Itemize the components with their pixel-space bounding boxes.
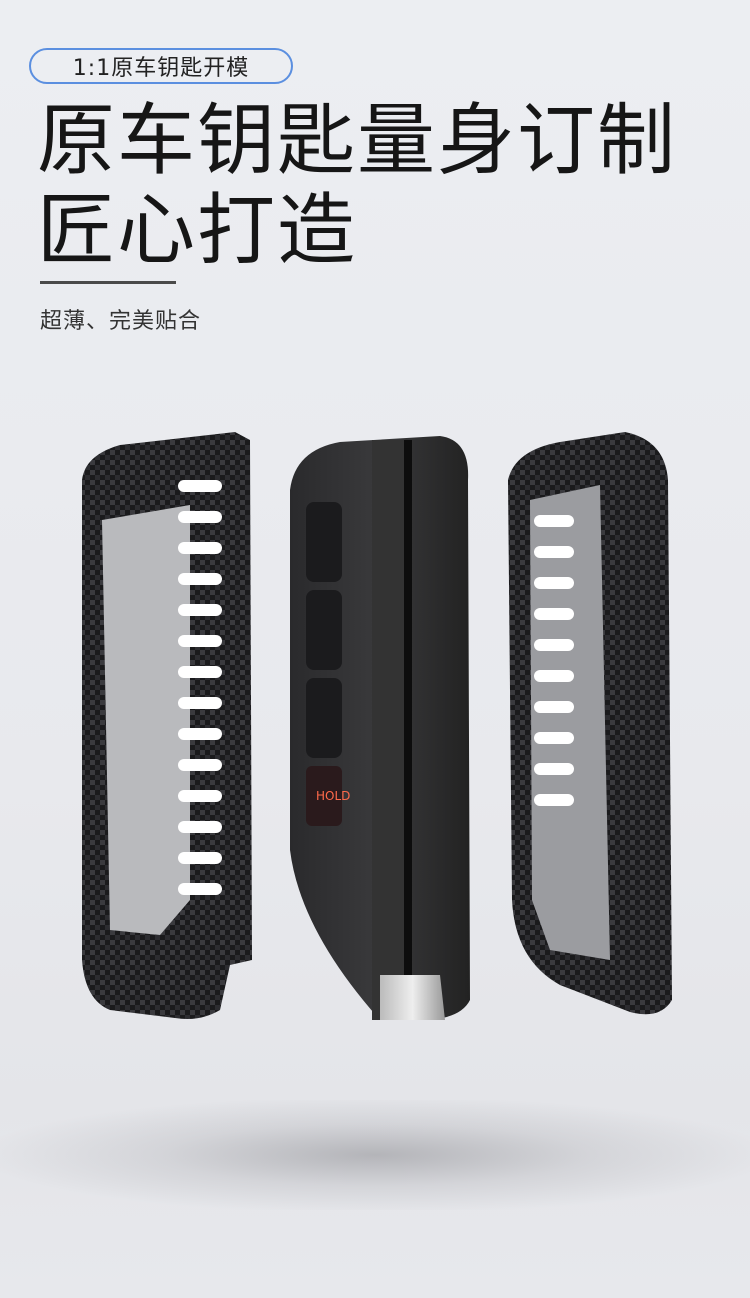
- carbon-shell-right: [508, 432, 672, 1015]
- vent-slot: [178, 759, 222, 771]
- vent-slot: [178, 728, 222, 740]
- vent-slot: [178, 573, 222, 585]
- vent-slot: [534, 732, 574, 744]
- vent-slot: [178, 604, 222, 616]
- vent-slot: [178, 511, 222, 523]
- vent-slot: [178, 790, 222, 802]
- vent-slot: [178, 821, 222, 833]
- headline: 原车钥匙量身订制 匠心打造: [37, 96, 677, 276]
- vent-slot: [178, 635, 222, 647]
- hold-button-label: HOLD: [316, 789, 350, 803]
- divider: [40, 281, 176, 284]
- vent-slot: [534, 639, 574, 651]
- mold-badge: 1:1原车钥匙开模: [29, 48, 293, 84]
- subtitle: 超薄、完美贴合: [40, 309, 202, 334]
- headline-line-1: 原车钥匙量身订制: [37, 96, 678, 186]
- vent-slot: [534, 794, 574, 806]
- vent-slot: [534, 546, 574, 558]
- carbon-shell-left: [82, 432, 252, 1019]
- vent-slot: [534, 577, 574, 589]
- vent-slot: [534, 763, 574, 775]
- vent-slot: [178, 480, 222, 492]
- vent-slot: [534, 701, 574, 713]
- vent-slot: [178, 666, 222, 678]
- key-fob: HOLD: [290, 436, 470, 1020]
- floor-shadow: [0, 1100, 750, 1210]
- vent-slot: [178, 542, 222, 554]
- vent-slot: [178, 883, 222, 895]
- vent-slot: [534, 608, 574, 620]
- headline-line-2: 匠心打造: [37, 186, 358, 276]
- vent-slot: [178, 852, 222, 864]
- vent-slot: [534, 515, 574, 527]
- vent-slot: [534, 670, 574, 682]
- vent-slot: [178, 697, 222, 709]
